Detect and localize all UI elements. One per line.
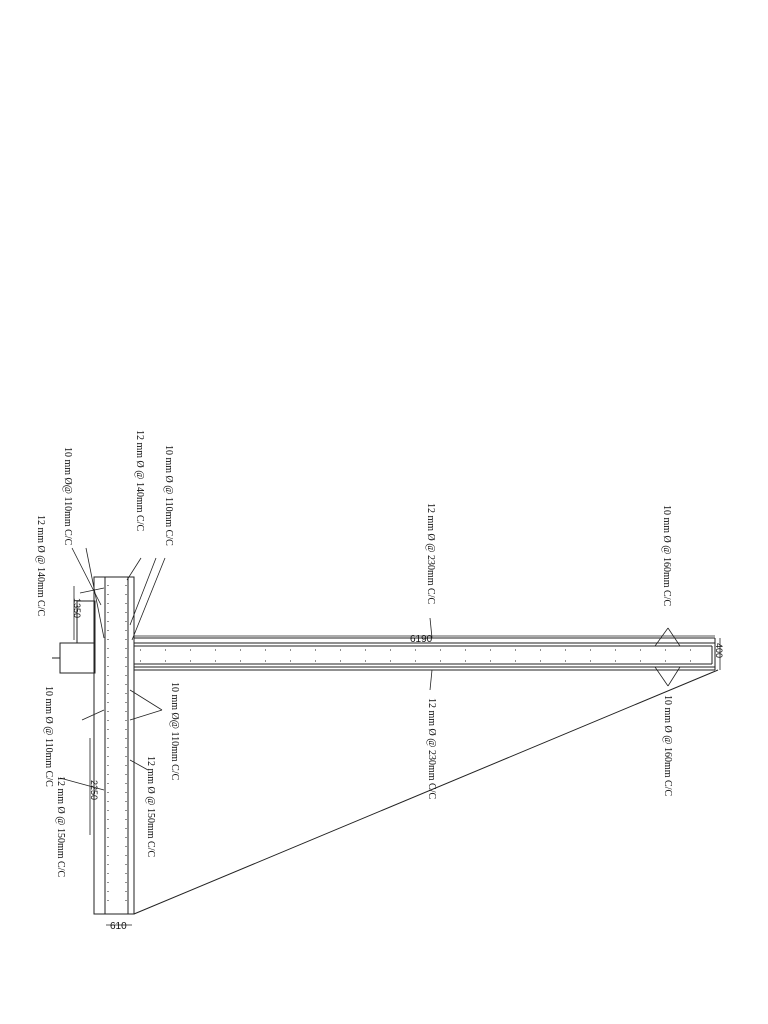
leader-lines xyxy=(59,547,681,791)
rebar-label: 10 mm Ø @ 110mm C/C xyxy=(43,686,54,787)
rebar-label: 12 mm Ø @ 150mm C/C xyxy=(145,756,156,857)
slab-depth-dimension: 400 xyxy=(714,643,724,658)
rebar-label: 12 mm Ø @ 230mm C/C xyxy=(425,503,436,604)
rebar-label: 10 mm Ø@ 110mm C/C xyxy=(62,447,73,546)
rebar-label: 12 mm Ø @ 140mm C/C xyxy=(134,430,145,531)
column-side-block xyxy=(52,600,96,674)
rebar-label: 10 mm Ø@ 110mm C/C xyxy=(169,682,180,781)
slab xyxy=(134,637,716,671)
lower-dimension: 2250 xyxy=(89,780,99,800)
rebar-label: 10 mm Ø @ 110mm C/C xyxy=(163,445,174,546)
column xyxy=(93,576,135,915)
dimension-lines xyxy=(73,586,721,926)
rebar-label: 10 mm Ø @ 160mm C/C xyxy=(661,505,672,606)
upper-dimension: 1350 xyxy=(72,598,82,618)
rebar-label: 12 mm Ø @ 150mm C/C xyxy=(55,776,66,877)
column-width-dimension: 610 xyxy=(110,921,127,932)
inclined-member-line xyxy=(133,669,719,915)
span-dimension: 6190 xyxy=(410,634,433,645)
rebar-label: 10 mm Ø @ 160mm C/C xyxy=(662,695,673,796)
rebar-label: 12 mm Ø @ 140mm C/C xyxy=(35,515,46,616)
rebar-label: 12 mm Ø @ 230mm C/C xyxy=(426,698,437,799)
